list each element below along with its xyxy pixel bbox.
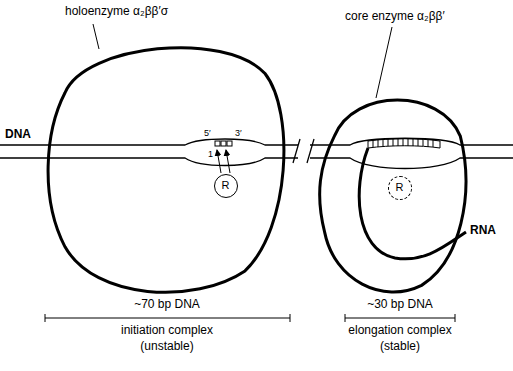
repressor-letter: R bbox=[222, 179, 230, 192]
holoenzyme-outline bbox=[45, 35, 290, 295]
repressor-node: R bbox=[388, 176, 412, 200]
end-label: 3′ bbox=[235, 128, 242, 138]
scale-bars bbox=[45, 314, 455, 322]
enzyme-region: core enzyme α₂ββ′R bbox=[315, 88, 470, 295]
rna-hybrid-hatch bbox=[368, 139, 440, 148]
dimension-label: ~30 bp DNA bbox=[367, 298, 433, 312]
repressor-node: R bbox=[214, 174, 238, 198]
enzyme-region: holoenzyme α₂ββ′σR bbox=[45, 35, 290, 295]
core-enzyme-outline bbox=[315, 88, 470, 295]
enzyme-heading: holoenzyme α₂ββ′σ bbox=[65, 5, 168, 19]
enzyme-heading: core enzyme α₂ββ′ bbox=[345, 10, 445, 24]
stability-note: (stable) bbox=[380, 340, 420, 354]
rna-primer-squares bbox=[215, 141, 232, 146]
stability-note: (unstable) bbox=[140, 340, 193, 354]
dna-label: DNA bbox=[5, 128, 31, 142]
dna-strands bbox=[0, 138, 513, 168]
rna-label: RNA bbox=[470, 224, 496, 238]
rna-strand bbox=[359, 148, 466, 259]
position-number: 1 bbox=[208, 149, 213, 159]
leader-lines bbox=[93, 24, 392, 98]
repressor-letter: R bbox=[396, 181, 404, 194]
complex-label: elongation complex bbox=[348, 324, 451, 338]
r-arrows bbox=[217, 150, 230, 173]
dimension-label: ~70 bp DNA bbox=[134, 298, 200, 312]
end-label: 5′ bbox=[204, 128, 211, 138]
complex-label: initiation complex bbox=[121, 324, 213, 338]
